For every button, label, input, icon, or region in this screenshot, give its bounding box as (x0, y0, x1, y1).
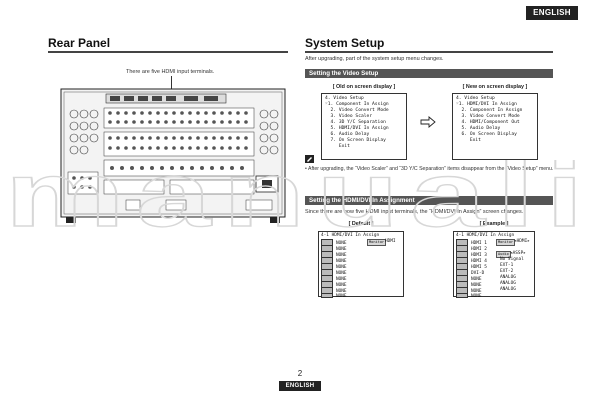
monitor-value: ◂HDMI▸ (514, 239, 530, 244)
monitor-chip: Monitor (367, 239, 387, 246)
screen-title: 4-1 HDMI/DVI In Assign (321, 233, 380, 238)
page-number: 2 (297, 369, 303, 378)
hdmi-assign-bar: Setting the HDMI/DVI In Assignment (305, 196, 553, 205)
source-chip (456, 293, 468, 298)
rear-panel-illustration (60, 88, 286, 223)
default-hdmi-screen: 4-1 HDMI/DVI In Assign Monitor HDMI NONE… (318, 231, 404, 299)
video-setup-bar: Setting the Video Setup (305, 69, 553, 78)
rear-panel-callout: There are five HDMI input terminals. (126, 69, 215, 75)
system-setup-title: System Setup (305, 36, 385, 50)
monitor-chip: Monitor (496, 239, 516, 246)
footer-language-badge: ENGLISH (279, 381, 321, 391)
audio-value: ◂ASSP▸ (510, 251, 526, 256)
video-setup-note: • After upgrading, the “Video Scaler” an… (305, 166, 554, 172)
monitor-value: HDMI (385, 239, 396, 244)
callout-leader (171, 76, 172, 91)
example-label: [ Example ] (479, 221, 509, 227)
old-osd-label: [ Old on screen display ] (332, 84, 396, 90)
language-badge: ENGLISH (526, 6, 578, 20)
bullet: • (305, 166, 308, 172)
example-hdmi-screen: 4-1 HDMI/DVI In Assign Monitor ◂HDMI▸ Au… (453, 231, 535, 299)
pencil-note-icon (305, 155, 314, 163)
default-label: [ Default ] (348, 221, 374, 227)
system-setup-rule (305, 51, 553, 53)
source-chip (321, 293, 333, 298)
rear-panel-title: Rear Panel (48, 36, 111, 50)
system-setup-intro: After upgrading, part of the system setu… (305, 56, 444, 62)
new-osd-label: [ New on screen display ] (462, 84, 528, 90)
audio-chip: Audio (496, 251, 511, 258)
rear-panel-rule (48, 51, 288, 53)
new-video-setup-screen: 4. Video Setup ☞1. HDMI/DVI In Assign 2.… (452, 93, 538, 160)
old-video-setup-screen: 4. Video Setup ☞1. Component In Assign 2… (321, 93, 407, 160)
screen-title: 4-1 HDMI/DVI In Assign (456, 233, 515, 238)
arrow-right-icon (420, 116, 436, 128)
hdmi-assign-intro: Since there are now five HDMI input term… (305, 209, 524, 215)
